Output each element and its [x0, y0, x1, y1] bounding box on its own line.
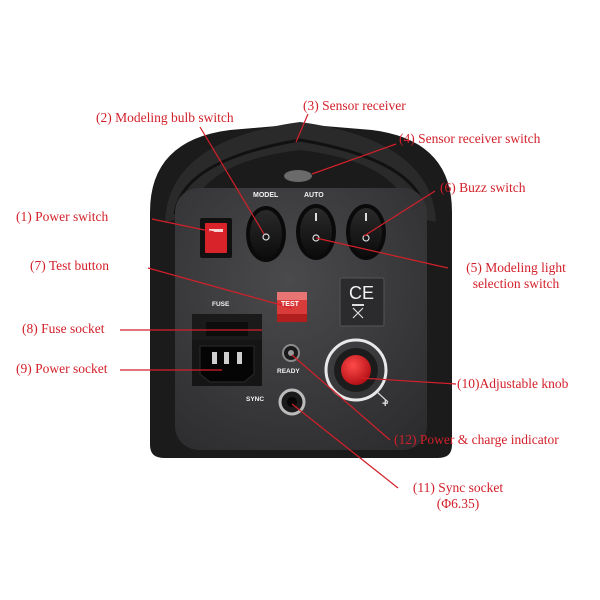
label-sensor-receiver-switch: (4) Sensor receiver switch — [399, 131, 541, 146]
ce-text: CE — [349, 283, 375, 303]
label-modeling-bulb-switch: (2) Modeling bulb switch — [96, 110, 234, 125]
label-modeling-light-selection-line1: (5) Modeling light — [466, 260, 566, 275]
sensor-receiver — [284, 170, 312, 182]
panel-fuse-text: FUSE — [212, 301, 230, 308]
panel-model-text: MODEL — [253, 192, 279, 199]
buzz-switch[interactable] — [346, 204, 386, 260]
label-sync-socket-line2: (Φ6.35) — [436, 496, 480, 511]
fuse-socket[interactable] — [192, 314, 262, 344]
power-socket[interactable] — [192, 340, 262, 386]
panel-auto-text: AUTO — [304, 192, 324, 199]
label-fuse-socket: (8) Fuse socket — [22, 321, 105, 336]
label-adjustable-knob: (10)Adjustable knob — [457, 376, 569, 391]
label-test-button: (7) Test button — [30, 258, 110, 273]
power-switch[interactable] — [200, 218, 232, 258]
label-buzz-switch: (6) Buzz switch — [440, 180, 526, 195]
test-button-text: TEST — [281, 301, 299, 308]
label-modeling-light-selection: (5) Modeling light selection switch — [452, 260, 580, 292]
label-power-socket: (9) Power socket — [16, 361, 108, 376]
label-modeling-light-selection-line2: selection switch — [472, 276, 560, 291]
panel-ready-text: READY — [277, 368, 300, 375]
ce-mark — [339, 277, 385, 327]
modeling-light-selection-switch[interactable] — [296, 204, 336, 260]
leader-lines — [120, 113, 457, 489]
test-button[interactable] — [277, 292, 307, 322]
adjustable-knob[interactable] — [324, 338, 389, 403]
label-sync-socket-line1: (11) Sync socket — [412, 480, 504, 495]
knob-plus-text: + — [382, 398, 389, 410]
label-power-charge-indicator: (12) Power & charge indicator — [394, 432, 559, 447]
label-sync-socket: (11) Sync socket (Φ6.35) — [398, 480, 518, 512]
panel-sync-text: SYNC — [246, 396, 265, 403]
label-power-switch: (1) Power switch — [16, 209, 109, 224]
label-sensor-receiver: (3) Sensor receiver — [303, 98, 406, 113]
